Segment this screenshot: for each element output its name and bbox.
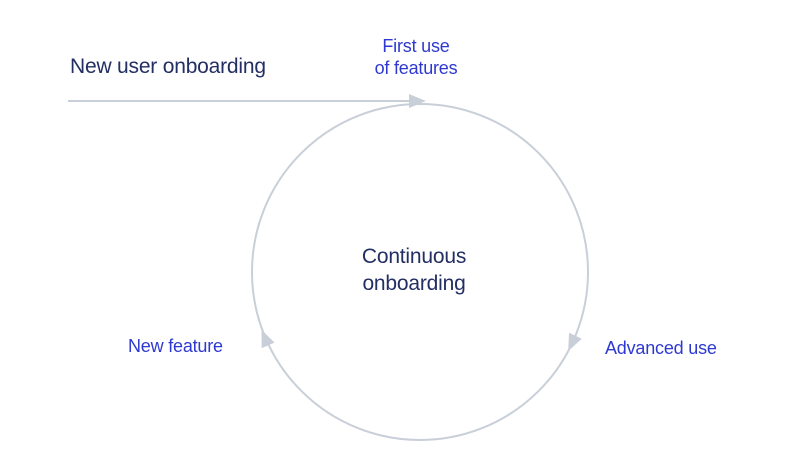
step-label-first-use: First use of features (336, 35, 496, 79)
center-label: Continuous onboarding (314, 243, 514, 297)
intro-label: New user onboarding (70, 55, 266, 78)
center-label-line2: onboarding (362, 272, 466, 295)
cycle-circle (251, 103, 589, 441)
cycle-arrowhead-left-icon (261, 329, 275, 349)
center-label-line1: Continuous (361, 245, 467, 268)
step-label-new-feature: New feature (128, 336, 223, 356)
intro-arrowhead-icon (409, 94, 426, 108)
step-first-use-line2: of features (374, 58, 458, 78)
cycle-arrowhead-right-icon (568, 332, 582, 352)
step-label-advanced-use: Advanced use (605, 338, 717, 358)
step-first-use-line1: First use (382, 36, 450, 56)
